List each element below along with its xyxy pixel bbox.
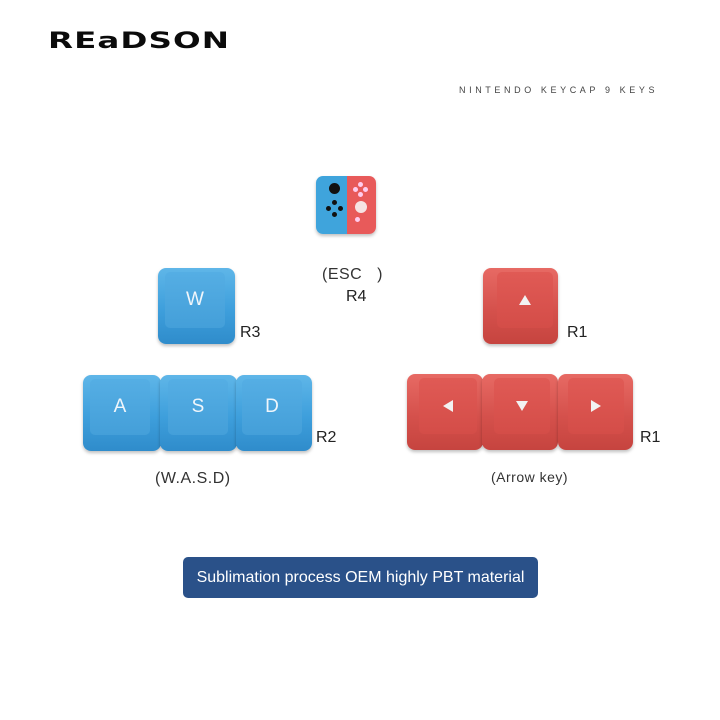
button-b-icon: [358, 192, 363, 197]
joystick-right-icon: [355, 201, 367, 213]
up-arrow-keycap: [483, 268, 558, 344]
home-button-icon: [355, 217, 360, 222]
arrow-right-icon: [591, 400, 601, 412]
arrow-caption: (Arrow key): [491, 469, 569, 485]
dpad-up-icon: [332, 200, 337, 205]
esc-label: (ESC ): [322, 266, 383, 283]
button-y-icon: [353, 187, 358, 192]
brand-logo-text: REaDSON: [48, 27, 230, 54]
dpad-right-icon: [338, 206, 343, 211]
material-banner: Sublimation process OEM highly PBT mater…: [183, 557, 538, 598]
up-row-label: R1: [567, 324, 588, 341]
asd-row-label: R2: [316, 429, 337, 446]
w-key-legend: W: [165, 272, 225, 328]
w-keycap: W: [158, 268, 235, 344]
down-arrow-keycap: [482, 374, 558, 450]
dpad-left-icon: [326, 206, 331, 211]
d-keycap: D: [236, 375, 312, 451]
esc-keycap: [316, 176, 376, 234]
arrow-up-icon: [519, 295, 531, 305]
up-key-face: [497, 272, 553, 328]
button-a-icon: [363, 187, 368, 192]
right-arrow-keycap: [558, 374, 633, 450]
arrow-down-icon: [516, 401, 528, 411]
down-key-face: [494, 378, 550, 434]
s-keycap: S: [160, 375, 237, 451]
left-arrow-keycap: [407, 374, 483, 450]
left-key-face: [419, 378, 477, 434]
button-x-icon: [358, 182, 363, 187]
w-row-label: R3: [240, 324, 261, 341]
s-key-legend: S: [168, 379, 228, 435]
a-key-legend: A: [90, 379, 150, 435]
arrow-left-icon: [443, 400, 453, 412]
product-subtitle: NINTENDO KEYCAP 9 KEYS: [459, 85, 659, 95]
esc-row-label: R4: [346, 288, 367, 305]
d-key-legend: D: [242, 379, 302, 435]
a-keycap: A: [83, 375, 161, 451]
joystick-left-icon: [329, 183, 340, 194]
arrow-row-label: R1: [640, 429, 661, 446]
dpad-down-icon: [332, 212, 337, 217]
wasd-caption: (W.A.S.D): [155, 470, 231, 487]
right-key-face: [568, 378, 624, 434]
material-banner-text: Sublimation process OEM highly PBT mater…: [196, 568, 525, 586]
brand-logo: REaDSON: [48, 30, 230, 52]
